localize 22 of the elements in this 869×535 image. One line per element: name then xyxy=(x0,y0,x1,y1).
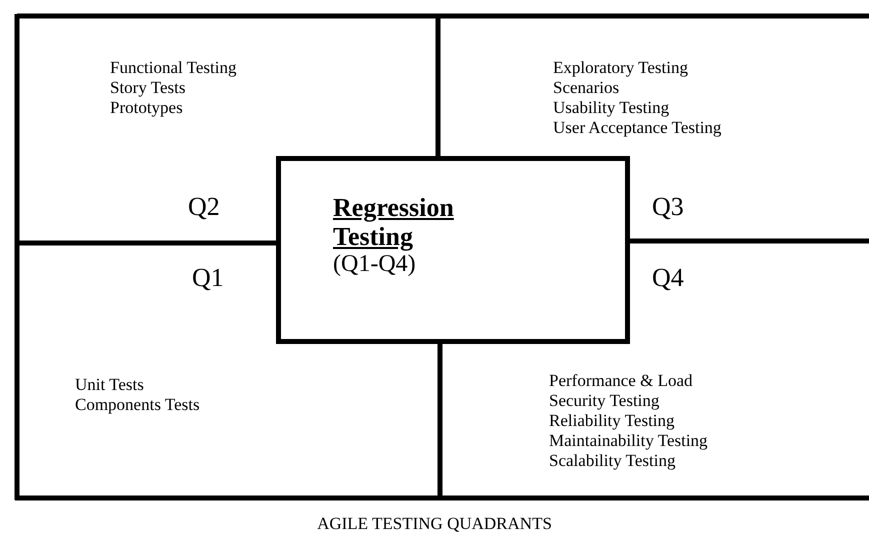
test-type-text: Functional Testing xyxy=(110,58,236,78)
quadrant-label: Q2 xyxy=(188,193,220,221)
test-type-text: Security Testing xyxy=(549,391,660,411)
center-subheading: (Q1-Q4) xyxy=(333,251,416,277)
test-type-text: Prototypes xyxy=(110,98,183,118)
test-type-text: Scenarios xyxy=(553,78,620,98)
quadrant-label: Q3 xyxy=(652,193,684,221)
center-heading: Regression Testing xyxy=(333,193,455,251)
center-box xyxy=(276,156,630,344)
test-type-text: User Acceptance Testing xyxy=(553,118,722,138)
test-type-text: Exploratory Testing xyxy=(553,58,688,78)
test-type-text: Usability Testing xyxy=(553,98,670,118)
quadrant-label: Q1 xyxy=(192,264,224,292)
test-type-text: Performance & Load xyxy=(549,371,692,391)
test-type-text: Reliability Testing xyxy=(549,411,675,431)
test-type-text: Components Tests xyxy=(75,395,200,415)
test-type-text: Story Tests xyxy=(110,78,186,98)
test-type-text: Maintainability Testing xyxy=(549,431,708,451)
quadrant-label: Q4 xyxy=(652,264,684,292)
caption: AGILE TESTING QUADRANTS xyxy=(316,514,553,534)
test-type-text: Unit Tests xyxy=(75,375,144,395)
test-type-text: Scalability Testing xyxy=(549,451,676,471)
